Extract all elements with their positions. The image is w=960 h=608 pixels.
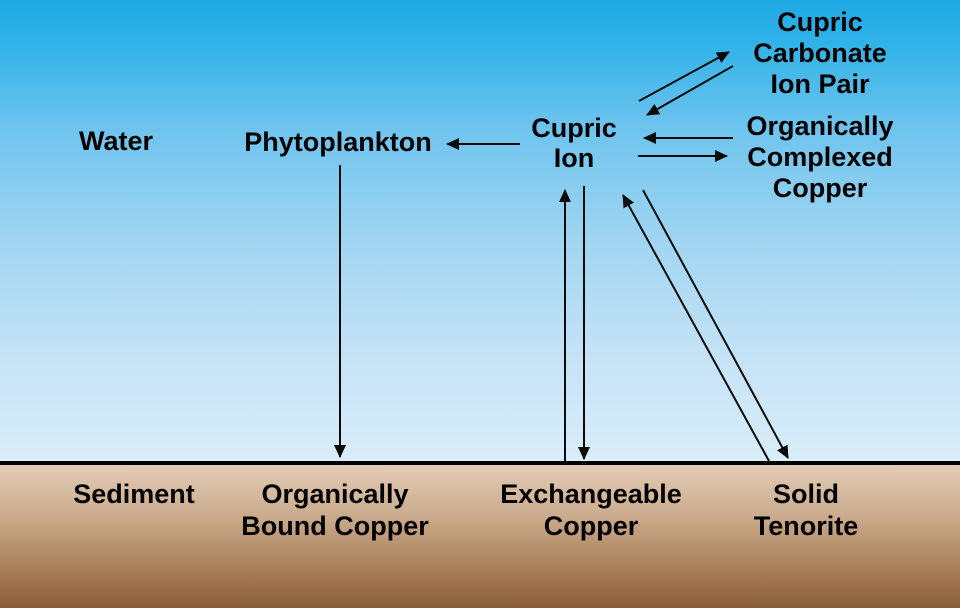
node-cupric-carbonate-ion-pair: Cupric Carbonate Ion Pair <box>753 7 887 100</box>
node-organically-complexed-line: Organically <box>746 111 894 141</box>
sediment-label: Sediment <box>73 479 195 509</box>
node-solid-tenorite-line: Tenorite <box>753 511 859 541</box>
node-organically-complexed-line: Copper <box>772 173 868 203</box>
node-solid-tenorite: Solid Tenorite <box>754 478 859 542</box>
sediment-region <box>0 465 960 608</box>
node-cupric-carbonate-line: Carbonate <box>753 38 887 68</box>
node-phytoplankton: Phytoplankton <box>244 127 432 158</box>
node-cupric-carbonate-line: Ion Pair <box>770 69 870 99</box>
node-organically-bound-line: Organically <box>261 479 409 509</box>
node-organically-bound-line: Bound Copper <box>241 511 429 541</box>
node-organically-bound-copper: Organically Bound Copper <box>241 478 428 542</box>
node-solid-tenorite-line: Solid <box>772 479 839 509</box>
arrow-solid-tenorite-to-cupric-ion <box>622 194 770 462</box>
node-exchangeable-copper-line: Copper <box>543 511 639 541</box>
water-label: Water <box>78 126 154 156</box>
node-organically-complexed-line: Complexed <box>747 142 893 172</box>
node-organically-complexed-copper: Organically Complexed Copper <box>746 111 893 204</box>
node-cupric-ion-line: Cupric <box>531 113 617 143</box>
node-exchangeable-copper-line: Exchangeable <box>500 479 682 509</box>
node-phytoplankton-line: Phytoplankton <box>244 127 432 157</box>
arrow-cupric-carbonate-to-cupric-ion <box>646 65 734 116</box>
node-cupric-ion-line: Ion <box>553 143 595 173</box>
arrow-cupric-ion-to-cupric-carbonate <box>638 51 730 102</box>
node-cupric-carbonate-line: Cupric <box>777 7 863 37</box>
node-exchangeable-copper: Exchangeable Copper <box>500 478 682 542</box>
node-cupric-ion: Cupric Ion <box>531 113 617 173</box>
arrow-cupric-ion-to-solid-tenorite <box>642 189 789 459</box>
water-region <box>0 0 960 461</box>
sediment-boundary-line <box>0 461 960 465</box>
